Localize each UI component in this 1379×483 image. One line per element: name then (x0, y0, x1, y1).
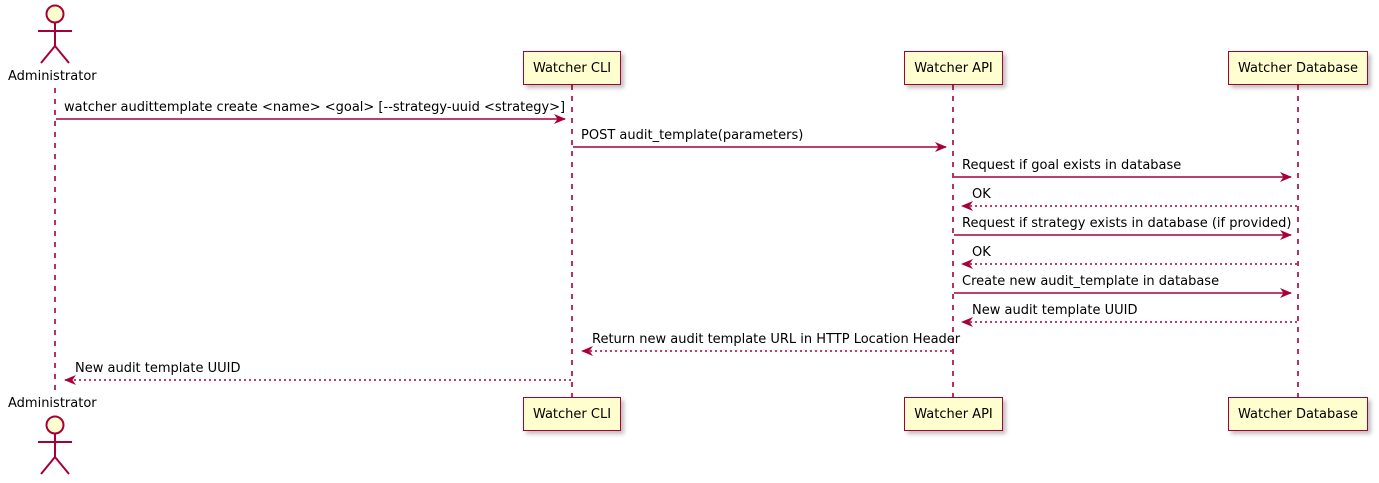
message-label-4: OK (972, 187, 991, 202)
actor-figure-top (38, 4, 72, 64)
message-label-8: New audit template UUID (972, 303, 1138, 318)
message-label-2: POST audit_template(parameters) (581, 128, 804, 143)
message-label-1: watcher audittemplate create <name> <goa… (64, 100, 566, 115)
participant-label: Watcher API (914, 60, 993, 76)
participant-label: Watcher Database (1238, 60, 1358, 76)
message-label-6: OK (972, 245, 991, 260)
participant-label: Watcher Database (1238, 406, 1358, 422)
message-label-10: New audit template UUID (75, 361, 241, 376)
message-label-7: Create new audit_template in database (962, 274, 1220, 289)
participant-watcher-cli-top[interactable]: Watcher CLI (523, 51, 621, 85)
participant-label: Watcher CLI (532, 406, 612, 422)
participant-watcher-database-top[interactable]: Watcher Database (1228, 51, 1368, 85)
participant-label: Watcher API (914, 406, 993, 422)
actor-figure-bottom (38, 415, 72, 475)
message-label-5: Request if strategy exists in database (… (962, 216, 1292, 231)
message-label-9: Return new audit template URL in HTTP Lo… (592, 332, 961, 347)
message-label-3: Request if goal exists in database (962, 158, 1182, 173)
participant-watcher-database-bottom[interactable]: Watcher Database (1228, 397, 1368, 431)
participant-watcher-cli-bottom[interactable]: Watcher CLI (523, 397, 621, 431)
actor-label-administrator-top: Administrator (8, 69, 97, 84)
participant-label: Watcher CLI (532, 60, 612, 76)
participant-watcher-api-top[interactable]: Watcher API (904, 51, 1003, 85)
participant-watcher-api-bottom[interactable]: Watcher API (904, 397, 1003, 431)
actor-label-administrator-bottom: Administrator (8, 396, 97, 411)
